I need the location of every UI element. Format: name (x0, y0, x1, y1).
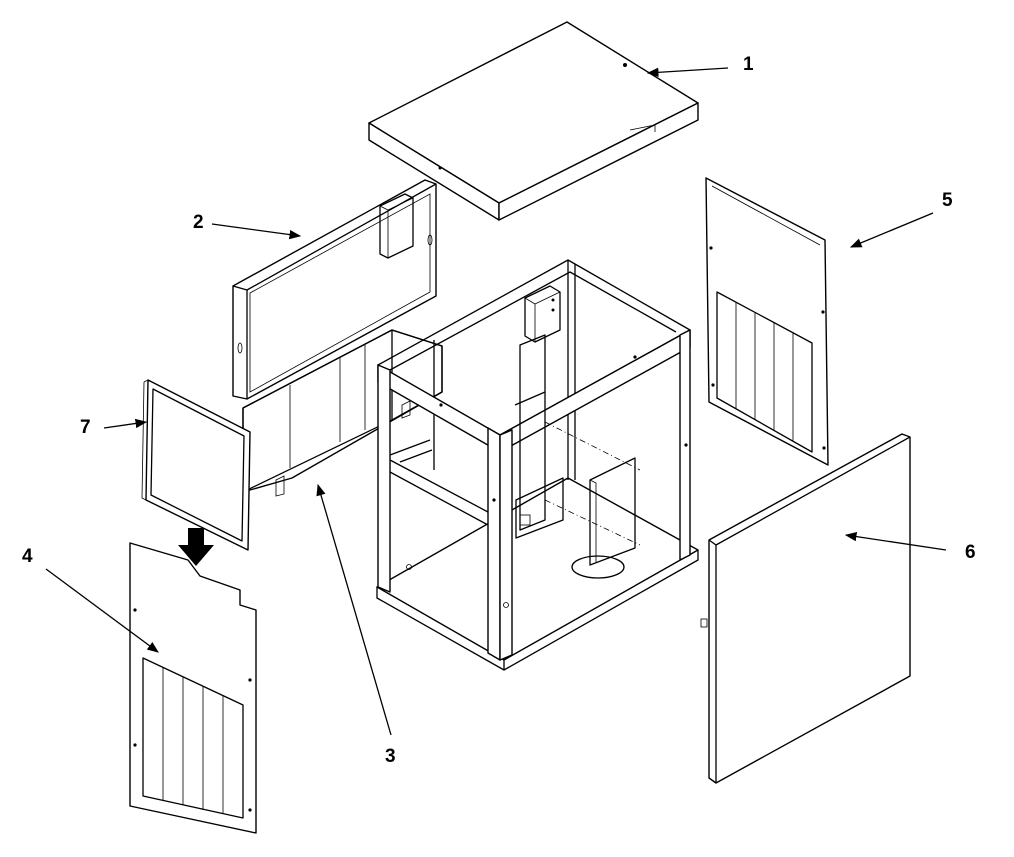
air-filter (141, 379, 251, 551)
callout-4: 4 (22, 546, 33, 567)
callout-5: 5 (942, 190, 953, 211)
leader-lines (45, 67, 947, 736)
cabinet-frame (376, 259, 699, 671)
large-side-panel (700, 433, 911, 784)
callout-7: 7 (80, 417, 91, 438)
side-louvered-panel (705, 177, 829, 466)
callout-6: 6 (965, 542, 976, 563)
callout-2: 2 (193, 212, 204, 233)
callout-1: 1 (743, 54, 754, 75)
callout-3: 3 (385, 746, 396, 767)
top-panel (368, 21, 699, 221)
upper-front-panel (232, 179, 437, 400)
lower-front-panel (129, 542, 257, 834)
slide-down-arrow (178, 528, 214, 566)
